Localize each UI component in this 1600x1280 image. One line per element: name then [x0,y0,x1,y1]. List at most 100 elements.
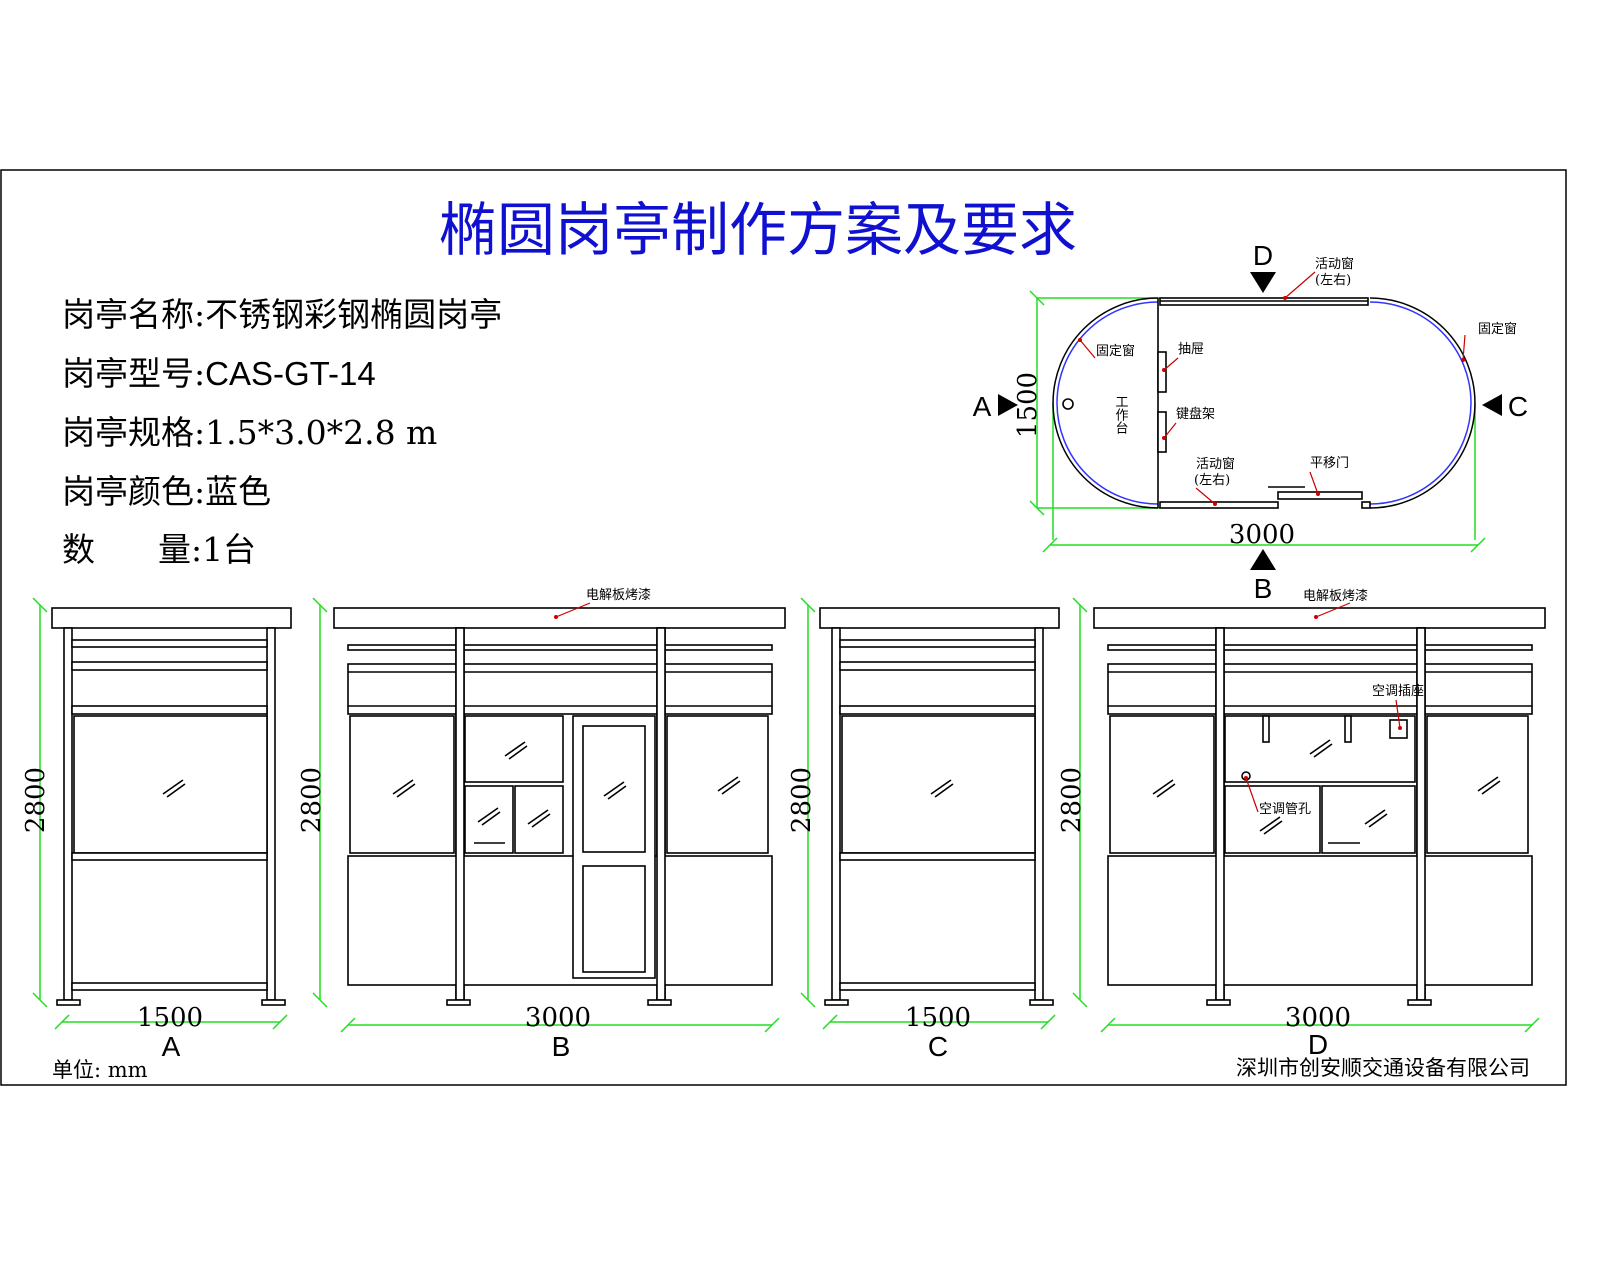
view-marker-d: D [1253,240,1273,271]
sliding-window [514,785,564,854]
leader-line [1079,339,1096,359]
leader-line [1195,487,1216,505]
leader-arrow [1244,776,1248,780]
dimension-tick [822,1014,838,1030]
elev-a-height: 2800 [21,767,51,833]
post [1215,627,1225,1001]
elev-d-roof-note: 电解板烤漆 [1303,588,1368,604]
dimension-tick [764,1017,780,1033]
sliding-window-bottom [1159,501,1279,509]
view-arrow-c [1482,394,1502,416]
fixed-window-arc [1056,301,1159,505]
foot [446,999,471,1006]
glass-hatch [508,745,528,760]
post [63,627,73,1001]
post [266,627,276,1001]
dimension-tick [1072,992,1088,1008]
spec-size: 岗亭规格:1.5*3.0*2.8 m [62,413,437,452]
drawer [1157,351,1167,393]
sliding-window [1321,785,1416,854]
view-marker-a: A [973,391,992,422]
foot [1407,999,1432,1006]
dimension-tick [1524,1017,1540,1033]
dimension-tick [312,992,328,1008]
roof-panel [333,607,786,629]
leader-line [1284,271,1316,299]
glass-hatch [1364,809,1386,825]
glass-hatch [527,809,549,825]
label-sliding-window-bottom-sub: (左右) [1194,473,1230,488]
glass-hatch [934,783,954,798]
leader-arrow [1314,615,1318,619]
fixed-window-arc [1369,301,1472,505]
leader-arrow [1283,296,1287,300]
glass-hatch [1313,743,1333,758]
spec-color: 岗亭颜色:蓝色 [62,472,271,511]
dimension-tick [272,1014,288,1030]
window-right [1426,715,1529,854]
plan-view: D B A C 3000 1500 活动窗 (左右) 固定窗 固定窗 抽屉 键盘… [973,240,1528,604]
leader-line [1395,699,1401,729]
view-arrow-d [1250,272,1276,293]
leader-arrow [1162,368,1166,372]
dimension-tick [1042,537,1058,553]
spec-name: 岗亭名称:不锈钢彩钢椭圆岗亭 [62,295,502,334]
sliding-door [1277,491,1363,500]
glass-hatch [392,779,414,795]
elev-b-label: B [552,1031,571,1062]
post [656,627,666,1001]
dimension-tick [54,1014,70,1030]
elev-d-pipe-note: 空调管孔 [1259,802,1311,817]
post [455,627,465,1001]
fixed-window-arc [1369,297,1476,509]
pipe-hole [1062,398,1074,410]
dimension-tick [800,597,816,613]
beam [71,705,268,715]
spec-model: 岗亭型号:CAS-GT-14 [62,354,376,393]
glass-hatch [607,785,627,800]
dimension-tick [340,1017,356,1033]
roof-panel [51,607,292,629]
elev-b-height: 2800 [297,767,327,833]
rail [71,982,268,991]
glass-hatch [477,807,499,823]
glass-hatch [396,783,416,798]
leader-arrow [1398,726,1402,730]
beam [347,644,773,651]
window-left [349,715,455,854]
glass-hatch [1263,820,1283,835]
company-name: 深圳市创安顺交通设备有限公司 [1236,1056,1530,1080]
leader-line [1163,357,1179,371]
label-sliding-door: 平移门 [1310,456,1349,471]
beam [1107,644,1533,651]
spec-quantity: 数 量:1台 [62,530,256,569]
dimension-tick [1072,597,1088,613]
foot [56,999,81,1006]
elev-d-width: 3000 [1285,1003,1351,1033]
elev-a-width: 1500 [137,1003,203,1033]
leader-line [1315,602,1351,618]
view-arrow-a [998,394,1018,416]
unit-label: 单位: mm [52,1058,148,1082]
fixed-window-arc [1052,297,1159,509]
glass-hatch [1477,776,1499,792]
window [73,715,268,854]
glass-hatch [1152,779,1174,795]
foot [647,999,672,1006]
glass-hatch [717,776,739,792]
beam [71,661,268,671]
post [831,627,841,1001]
glass-hatch [1368,813,1388,828]
dimension-tick [1040,1014,1056,1030]
drawing-geometry [32,271,1546,1033]
window-right [666,715,769,854]
leader-arrow [1162,436,1166,440]
page-title: 椭圆岗亭制作方案及要求 [439,196,1077,264]
glass-hatch [166,783,186,798]
elevation-labels: 1500 A 2800 3000 B 2800 电解板烤漆 1500 C 280… [21,587,1424,1062]
glass-hatch [1156,783,1176,798]
dimension-tick [32,992,48,1008]
leader-line [1309,471,1319,495]
glass-hatch [1259,816,1281,832]
